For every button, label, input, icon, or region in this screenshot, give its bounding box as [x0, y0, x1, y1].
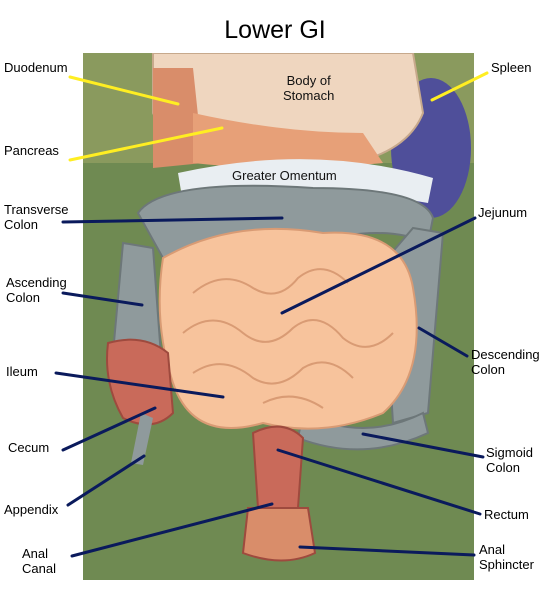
label-spleen: Spleen [491, 60, 532, 75]
label-transverse-colon: Transverse Colon [4, 202, 69, 232]
label-body-of-stomach: Body of Stomach [283, 73, 335, 103]
label-duodenum: Duodenum [4, 60, 68, 75]
label-anal-sphincter: Anal Sphincter [479, 542, 534, 572]
label-pancreas: Pancreas [4, 143, 59, 158]
label-sigmoid-colon: Sigmoid Colon [486, 445, 533, 475]
label-jejunum: Jejunum [478, 205, 528, 220]
label-greater-omentum: Greater Omentum [232, 168, 337, 183]
label-rectum: Rectum [484, 507, 529, 522]
label-anal-canal: Anal Canal [22, 546, 56, 576]
label-appendix: Appendix [4, 502, 59, 517]
diagram-title: Lower GI [224, 16, 326, 44]
label-descending-colon: Descending Colon [471, 347, 540, 377]
label-ascending-colon: Ascending Colon [6, 275, 67, 305]
label-ileum: Ileum [6, 364, 38, 379]
anatomy-model-image [83, 53, 474, 580]
label-cecum: Cecum [8, 440, 50, 455]
